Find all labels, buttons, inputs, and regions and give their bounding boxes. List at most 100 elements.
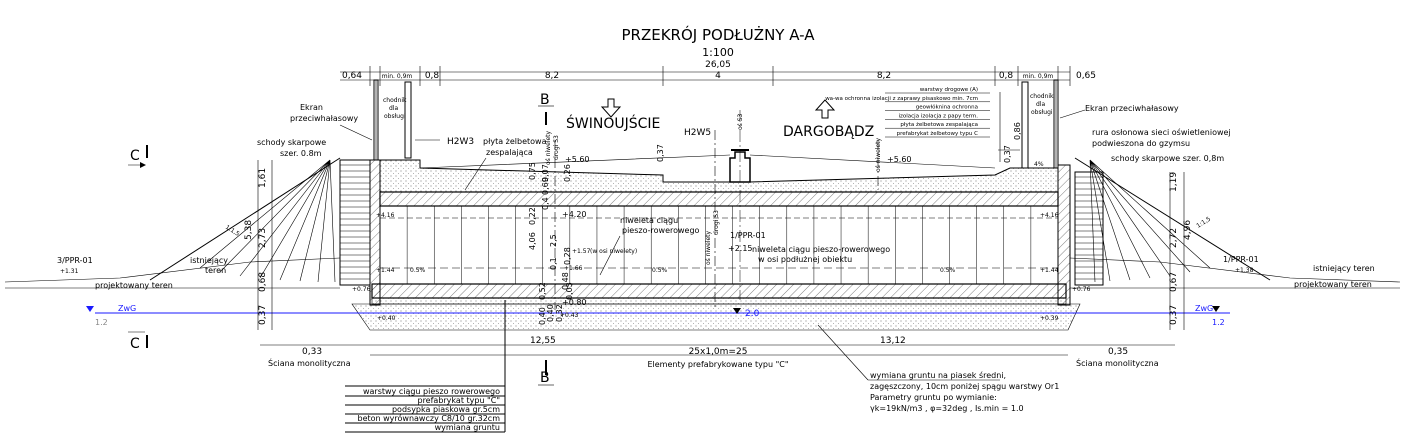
vdim-left-2: 2,73 — [258, 228, 268, 248]
legend-2: podsypka piaskowa gr.5cm — [392, 405, 500, 414]
os-s3-label: oś S3 — [737, 113, 744, 130]
layer-right-2: geowłóknina ochronna — [916, 104, 978, 111]
bottom-mid-left: 12,55 — [530, 336, 556, 346]
chodnik-right-3: obsługi — [1031, 109, 1053, 116]
section-mark-b-top — [538, 105, 554, 125]
scale: 1:100 — [702, 46, 734, 59]
section-c-top-label: C — [130, 148, 140, 164]
water-mark-right — [1212, 306, 1220, 312]
bottom-mid-right: 13,12 — [880, 336, 906, 346]
noise-screen-right — [1053, 79, 1059, 169]
niweleta-left-1: niweleta ciągu — [620, 216, 678, 225]
projektowany-right: projektowany teren — [1294, 280, 1372, 289]
plyta-1: płyta żelbetowa — [483, 137, 547, 146]
ppr-right: 1/PPR-01 — [1223, 255, 1259, 264]
arrow-swinoujscie-icon — [600, 98, 622, 118]
direction-left: ŚWINOUJŚCIE — [566, 114, 660, 132]
os-niwelety-mid-1: oś niwelety — [705, 231, 712, 265]
level-l080: +0.80 — [562, 298, 587, 307]
layer-right-1: wa-wa ochronna izolacji z zaprawy pisask… — [825, 96, 978, 102]
water-right: 1.2 — [1212, 318, 1225, 327]
os-niwelety-s3-1: oś niwelety — [545, 131, 552, 165]
water-mark-mid — [733, 308, 741, 314]
soil-note-2: Parametry gruntu po wymianie: — [870, 393, 997, 402]
composite-slab — [379, 191, 1059, 207]
section-c-bottom-label: C — [130, 336, 140, 352]
right-stairs-block — [1074, 171, 1104, 286]
w-osi-niw: (w osi niwelety) — [590, 248, 637, 255]
level-l215: +2.15 — [728, 244, 753, 253]
railing-left — [404, 81, 412, 159]
schody-right: schody skarpowe szer. 0,8m — [1111, 154, 1224, 163]
level-l131: +1.31 — [60, 268, 79, 275]
ppr-mid: 1/PPR-01 — [730, 231, 766, 240]
vdim-mid-6: 0,26 — [563, 164, 572, 182]
dim-top-4: 4 — [715, 71, 721, 81]
section-mark-c-top — [128, 145, 148, 168]
soil-note-3: γk=19kN/m3 , φ=32deg , Is.min = 1.0 — [870, 404, 1024, 413]
bottom-slab — [371, 283, 1067, 299]
level-r144: +1.44 — [1040, 267, 1059, 274]
bottom-right-wall-label: Ściana monolityczna — [1076, 357, 1159, 368]
noise-screen-left — [373, 79, 379, 161]
pct-4: 4% — [1034, 161, 1044, 168]
layer-right-5: prefabrykat żelbetowy typu C — [897, 131, 979, 137]
vdim-mid-0: 0,75 — [528, 162, 537, 180]
existing-terrain-line — [4, 257, 1401, 283]
istniejacy-left-2: teren — [205, 266, 226, 275]
vdim-mid-1: 0,22 — [528, 207, 537, 225]
section-b-bottom-label: B — [540, 370, 550, 386]
level-l416: +4.16 — [376, 212, 395, 219]
dim-top-5: 8,2 — [877, 71, 891, 81]
zwg-right: ZwG — [1195, 304, 1213, 313]
vdim-mid-17: 0,40 — [546, 304, 555, 322]
vdim-right-4: 0,37 — [1169, 305, 1179, 325]
vdim-mid-15: 0,37 — [1003, 145, 1012, 163]
bottom-left-wall-label: Ściana monolityczna — [268, 357, 351, 368]
vdim-mid-3: 0,07 — [541, 164, 550, 182]
bottom-right-wall: 0,35 — [1108, 347, 1128, 357]
chodnik-left-3: obsługi — [384, 113, 406, 120]
rura-1: rura osłonowa sieci oświetleniowej — [1092, 127, 1231, 137]
railing-right — [1021, 81, 1029, 169]
layer-right-0: warstwy drogowe (A) — [920, 87, 978, 93]
legend-table — [345, 300, 506, 433]
level-r416: +4.16 — [1040, 212, 1059, 219]
water-left: 1.2 — [95, 318, 108, 327]
schody-left-2: szer. 0.8m — [280, 149, 322, 158]
layers-right-list: warstwy drogowe (A) wa-wa ochronna izolac… — [825, 87, 990, 138]
os-niwelety-right: oś niwelety — [875, 138, 882, 172]
dim-top-3: 8,2 — [545, 71, 559, 81]
section-mark-b-bottom — [538, 360, 554, 386]
bottom-elements-label: Elementy prefabrykowane typu "C" — [647, 360, 788, 369]
level-l144: +1.44 — [376, 267, 395, 274]
water-mid: 2.0 — [745, 309, 760, 319]
chodnik-right-2: dla — [1036, 101, 1045, 108]
level-r076: +0.76 — [1072, 286, 1091, 293]
total-length: 26,05 — [705, 60, 731, 70]
vdim-mid-11: 0,48 — [561, 272, 570, 290]
level-r138: +1.38 — [1235, 267, 1254, 274]
legend-1: prefabrykat typu "C" — [417, 396, 500, 405]
bottom-elements: 25x1,0m=25 — [689, 347, 748, 357]
level-top-r: +5.60 — [887, 155, 912, 164]
dim-top-0: 0,64 — [342, 71, 362, 81]
left-stairs-block — [339, 159, 371, 286]
level-top-l: +5.60 — [565, 155, 590, 164]
layer-right-4: płyta żelbetowa zespalająca — [900, 122, 978, 128]
top-dimension-line — [340, 66, 1071, 86]
pct-05-2: 0.5% — [652, 267, 668, 274]
soil-note-1: zagęszczony, 10cm poniżej spągu warstwy … — [870, 382, 1059, 391]
os-niwelety-s3-2: drogi S3 — [553, 135, 560, 160]
water-mark-left — [86, 306, 94, 312]
vdim-mid-16: 0,86 — [1013, 122, 1022, 140]
h2w3-label: H2W3 — [447, 137, 474, 147]
projektowany-left: projektowany teren — [95, 281, 173, 290]
vdim-mid-8: 2,5 — [549, 234, 558, 247]
slope-right: 1:1,5 — [1195, 216, 1212, 230]
dim-top-1: min. 0,9m — [382, 73, 413, 80]
right-embankment — [1074, 157, 1271, 283]
soil-note-0: wymiana gruntu na piasek średni, — [870, 370, 1006, 380]
schody-left-1: schody skarpowe — [257, 138, 326, 147]
